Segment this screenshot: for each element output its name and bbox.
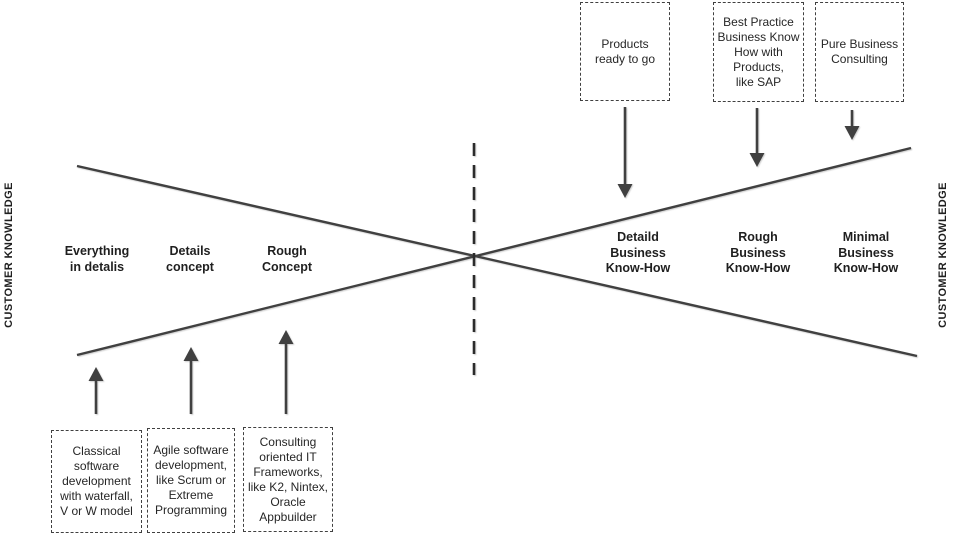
customer-knowledge-axis-right: CUSTOMER KNOWLEDGE (937, 182, 949, 328)
box-consulting-frameworks: Consulting oriented IT Frameworks, like … (243, 427, 333, 532)
stage-label-rough-concept: Rough Concept (262, 244, 312, 274)
arrow-head (183, 347, 199, 361)
stage-label-minimal-business-know-how: Minimal Business Know-How (833, 230, 899, 275)
box-products-ready: Products ready to go (580, 2, 670, 101)
stage-label-everything-in-details: Everything in detalis (64, 244, 130, 274)
arrow-down-pure-business (844, 110, 860, 140)
arrow-head (749, 153, 765, 167)
stage-label-detailed-business-know-how: Detaild Business Know-How (605, 230, 671, 275)
box-classical-development: Classical software development with wate… (51, 430, 142, 533)
arrow-down-products (617, 107, 633, 198)
arrow-head (617, 184, 633, 198)
box-pure-business-consulting: Pure Business Consulting (815, 2, 904, 102)
box-agile-development: Agile software development, like Scrum o… (147, 428, 235, 533)
arrow-down-best-practice (749, 108, 765, 167)
stage-label-rough-business-know-how: Rough Business Know-How (725, 230, 791, 275)
box-best-practice-know-how: Best Practice Business Know How with Pro… (713, 2, 804, 102)
arrow-up-classical (88, 367, 104, 414)
arrow-head (88, 367, 104, 381)
arrow-head (844, 126, 860, 140)
ascending-diagonal-line (76, 146, 912, 357)
arrow-head (278, 330, 294, 344)
arrow-up-agile (183, 347, 199, 414)
stage-label-details-concept: Details concept (166, 244, 214, 274)
descending-diagonal-line (76, 164, 918, 358)
customer-knowledge-axis-left: CUSTOMER KNOWLEDGE (3, 182, 15, 328)
arrow-up-consulting (278, 330, 294, 414)
